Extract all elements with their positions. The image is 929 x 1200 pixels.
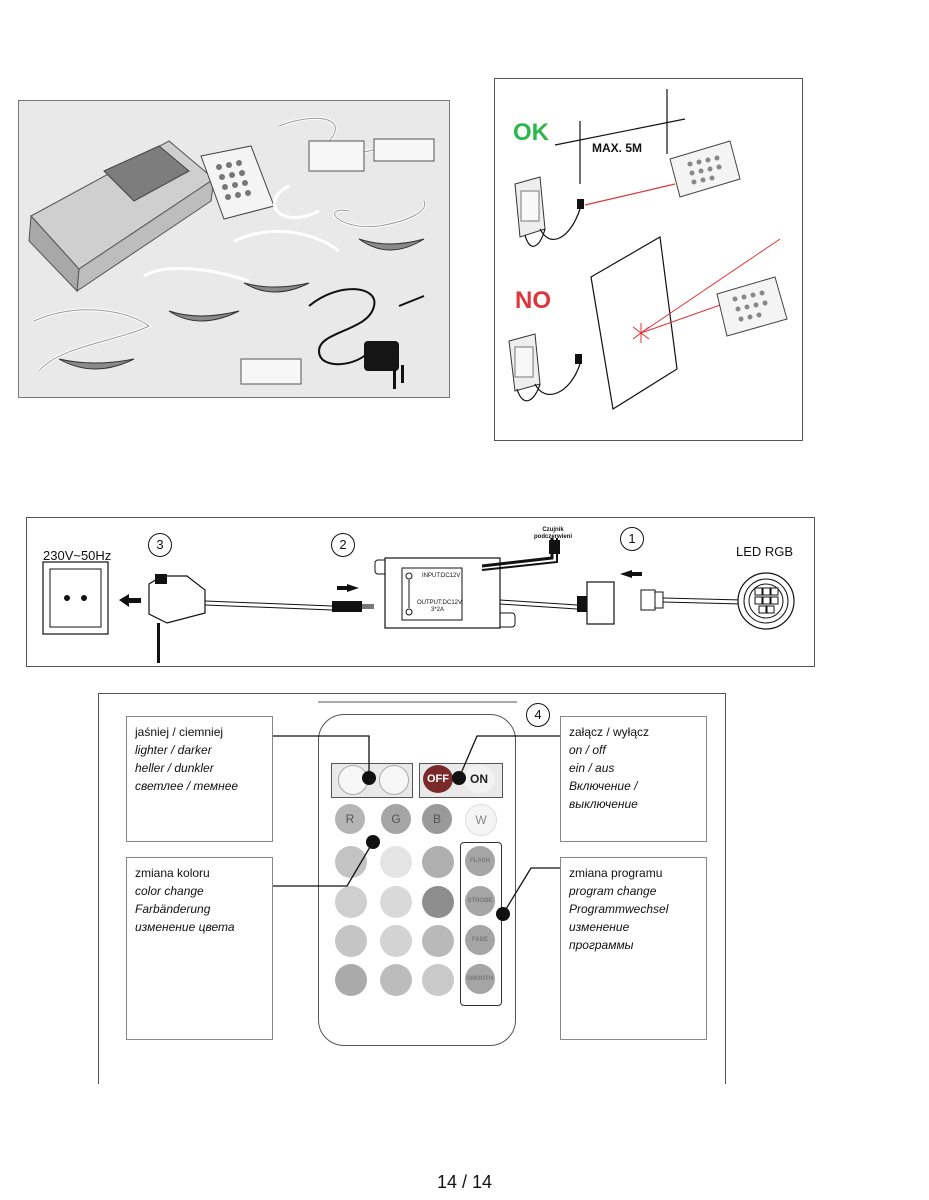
power-desc-de: ein / aus	[569, 761, 615, 775]
blue-key[interactable]: B	[422, 804, 452, 834]
product-photo-drawing	[28, 116, 435, 389]
color-desc-de: Farbänderung	[135, 902, 211, 916]
color-key[interactable]	[422, 886, 454, 918]
led-rgb-label: LED RGB	[736, 544, 794, 559]
brightness-desc-en: lighter / darker	[135, 743, 212, 757]
step-3-badge: 3	[148, 533, 172, 557]
color-key[interactable]	[422, 964, 454, 996]
power-desc-ru2: выключение	[569, 797, 638, 811]
color-key[interactable]	[380, 846, 412, 878]
brightness-desc-ru: светлее / темнее	[135, 779, 239, 793]
ir-range-panel: OK NO MAX. 5M	[494, 78, 803, 441]
step-2-badge: 2	[331, 533, 355, 557]
power-desc-en: on / off	[569, 743, 606, 757]
program-change-description: zmiana programu program change Programmw…	[560, 857, 707, 1040]
program-key-group	[460, 842, 502, 1006]
program-desc-ru2: программы	[569, 938, 634, 952]
brightness-down-button[interactable]	[379, 765, 409, 795]
on-button[interactable]: ON	[463, 765, 495, 793]
green-key[interactable]: G	[381, 804, 411, 834]
color-key[interactable]	[380, 925, 412, 957]
brightness-description: jaśniej / ciemniej lighter / darker hell…	[126, 716, 273, 842]
white-key-label: W	[475, 813, 487, 827]
page-number: 14 / 14	[436, 1172, 493, 1192]
blue-key-label: B	[432, 812, 441, 826]
white-key[interactable]: W	[465, 804, 497, 836]
wiring-drawing	[42, 538, 795, 663]
fade-key[interactable]: FADE	[465, 925, 495, 955]
ok-label: OK	[513, 119, 549, 146]
power-desc-pl: załącz / wyłącz	[569, 725, 650, 739]
no-label: NO	[515, 287, 551, 314]
color-desc-pl: zmiana koloru	[135, 866, 210, 880]
controller-output-line2: 3*2A	[431, 607, 445, 613]
brightness-desc-de: heller / dunkler	[135, 761, 214, 775]
color-key[interactable]	[335, 925, 367, 957]
controller-input-label: INPUT:DC12V	[422, 573, 461, 579]
step-1-badge: 1	[620, 527, 644, 551]
off-button-label: OFF	[427, 773, 449, 785]
red-key-label: R	[345, 812, 355, 826]
controller-output-label: OUTPUT:DC12V, 3*2A	[417, 600, 463, 614]
smooth-key-label: SMOOTH	[466, 976, 494, 982]
step-4-badge: 4	[526, 703, 550, 727]
color-key[interactable]	[422, 846, 454, 878]
max-distance-label: MAX. 5M	[592, 141, 643, 155]
strobe-key-label: STROBE	[467, 898, 493, 904]
program-desc-de: Programmwechsel	[569, 902, 669, 916]
flash-key[interactable]: FLASH	[465, 846, 495, 876]
red-key[interactable]: R	[335, 804, 365, 834]
sensor-label: Czujnik podczerwieni	[523, 527, 583, 541]
product-photo	[18, 100, 450, 398]
color-key[interactable]	[380, 886, 412, 918]
color-desc-en: color change	[135, 884, 204, 898]
program-desc-ru1: изменение	[569, 920, 630, 934]
flash-key-label: FLASH	[470, 858, 490, 864]
voltage-label: 230V~50Hz	[43, 548, 112, 563]
color-key[interactable]	[335, 886, 367, 918]
brightness-desc-pl: jaśniej / ciemniej	[135, 725, 224, 739]
color-key[interactable]	[335, 964, 367, 996]
remote-panel: OFF ON R G B W FLASH STROBE FADE SMOOTH	[98, 693, 726, 1084]
color-desc-ru: изменение цвета	[135, 920, 235, 934]
ir-range-drawing	[508, 89, 788, 410]
sensor-label-line1: Czujnik	[542, 527, 564, 533]
color-change-description: zmiana koloru color change Farbänderung …	[126, 857, 273, 1040]
color-key[interactable]	[422, 925, 454, 957]
strobe-key[interactable]: STROBE	[465, 886, 495, 916]
program-desc-en: program change	[569, 884, 657, 898]
smooth-key[interactable]: SMOOTH	[465, 964, 495, 994]
fade-key-label: FADE	[471, 937, 488, 943]
power-desc-ru1: Включение /	[569, 779, 638, 793]
sensor-label-line2: podczerwieni	[533, 534, 572, 540]
color-key[interactable]	[380, 964, 412, 996]
power-description: załącz / wyłącz on / off ein / aus Включ…	[560, 716, 707, 842]
off-button[interactable]: OFF	[423, 765, 453, 793]
on-button-label: ON	[470, 772, 488, 786]
wiring-panel: 230V~50Hz LED RGB Czujnik podczerwieni I…	[26, 517, 815, 667]
callout-lines	[273, 701, 560, 921]
green-key-label: G	[391, 812, 401, 826]
controller-output-line1: OUTPUT:DC12V,	[417, 600, 464, 606]
program-desc-pl: zmiana programu	[569, 866, 663, 880]
